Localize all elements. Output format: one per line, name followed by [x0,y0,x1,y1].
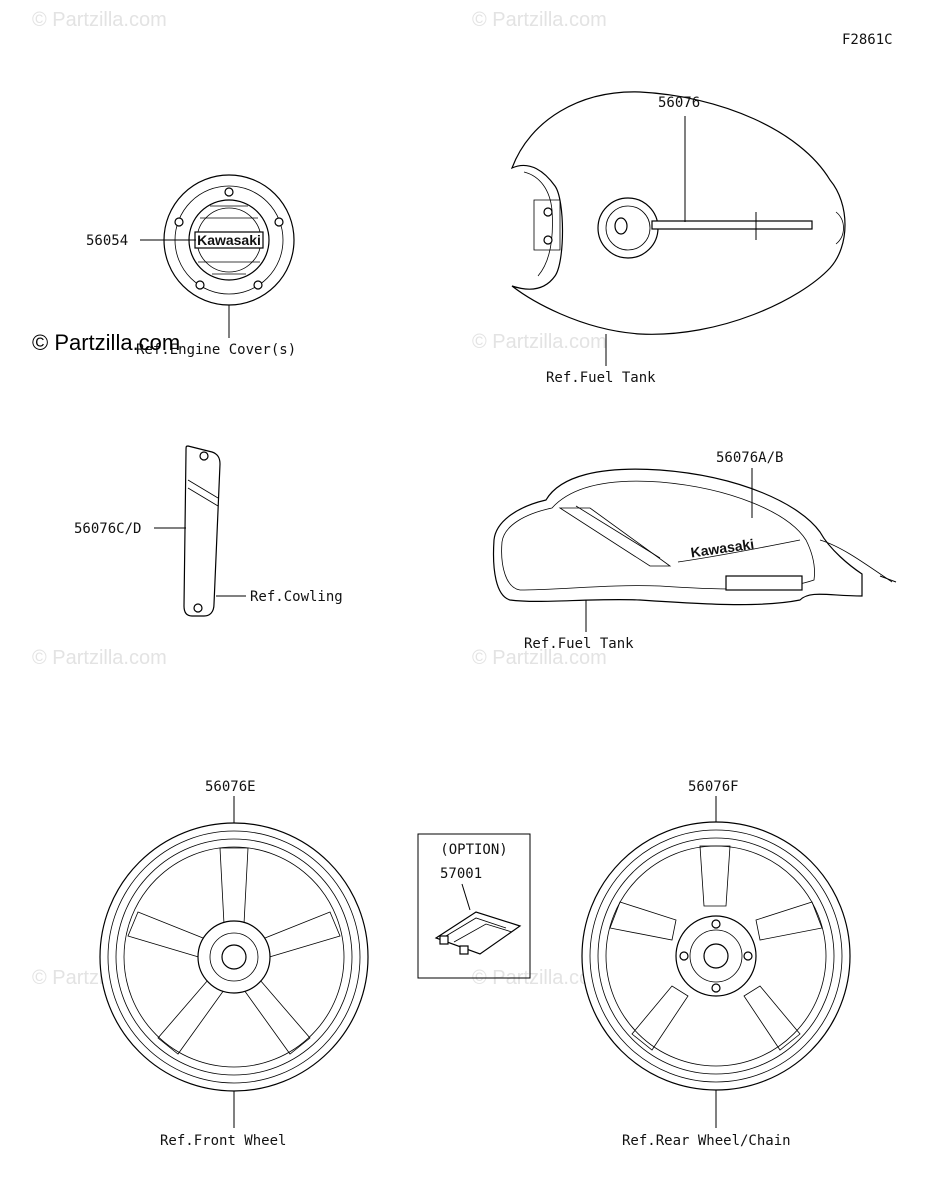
watermark: © Partzilla.com [32,9,167,31]
fuel-tank-top-view[interactable] [510,91,846,335]
front-wheel[interactable] [99,822,369,1092]
part-number-56054[interactable]: 56054 [86,233,128,249]
fuel-tank-side-view[interactable]: Kawasaki [492,468,897,606]
watermark: © Partzilla.com [472,9,607,31]
ref-engine-cover: Ref.Engine Cover(s) [136,342,296,358]
option-heading: (OPTION) [440,842,507,858]
ref-fuel-tank-side: Ref.Fuel Tank [524,636,634,652]
watermark: © Partzilla.com [472,331,607,353]
ref-front-wheel: Ref.Front Wheel [160,1133,286,1149]
part-number-57001[interactable]: 57001 [440,866,482,882]
part-number-56076f[interactable]: 56076F [688,779,739,795]
emblem-logo-text: Kawasaki [197,232,261,248]
watermark: © Partzilla.com [472,647,607,669]
ref-fuel-tank-top: Ref.Fuel Tank [546,370,656,386]
engine-cover-emblem[interactable]: Kawasaki [163,174,295,306]
watermark: © Partzilla.com [32,647,167,669]
part-number-56076cd[interactable]: 56076C/D [74,521,141,537]
ref-cowling: Ref.Cowling [250,589,343,605]
part-number-56076ab[interactable]: 56076A/B [716,450,783,466]
option-box[interactable]: (OPTION) 57001 [417,833,531,979]
part-number-56076[interactable]: 56076 [658,95,700,111]
cowling-decal[interactable] [183,445,221,617]
watermark: © Partzilla.com [472,967,607,989]
ref-rear-wheel: Ref.Rear Wheel/Chain [622,1133,791,1149]
copyright-notice: © Partzilla.com [32,330,180,355]
diagram-code: F2861C [842,32,893,48]
part-number-56076e[interactable]: 56076E [205,779,256,795]
rear-wheel[interactable] [581,821,851,1091]
